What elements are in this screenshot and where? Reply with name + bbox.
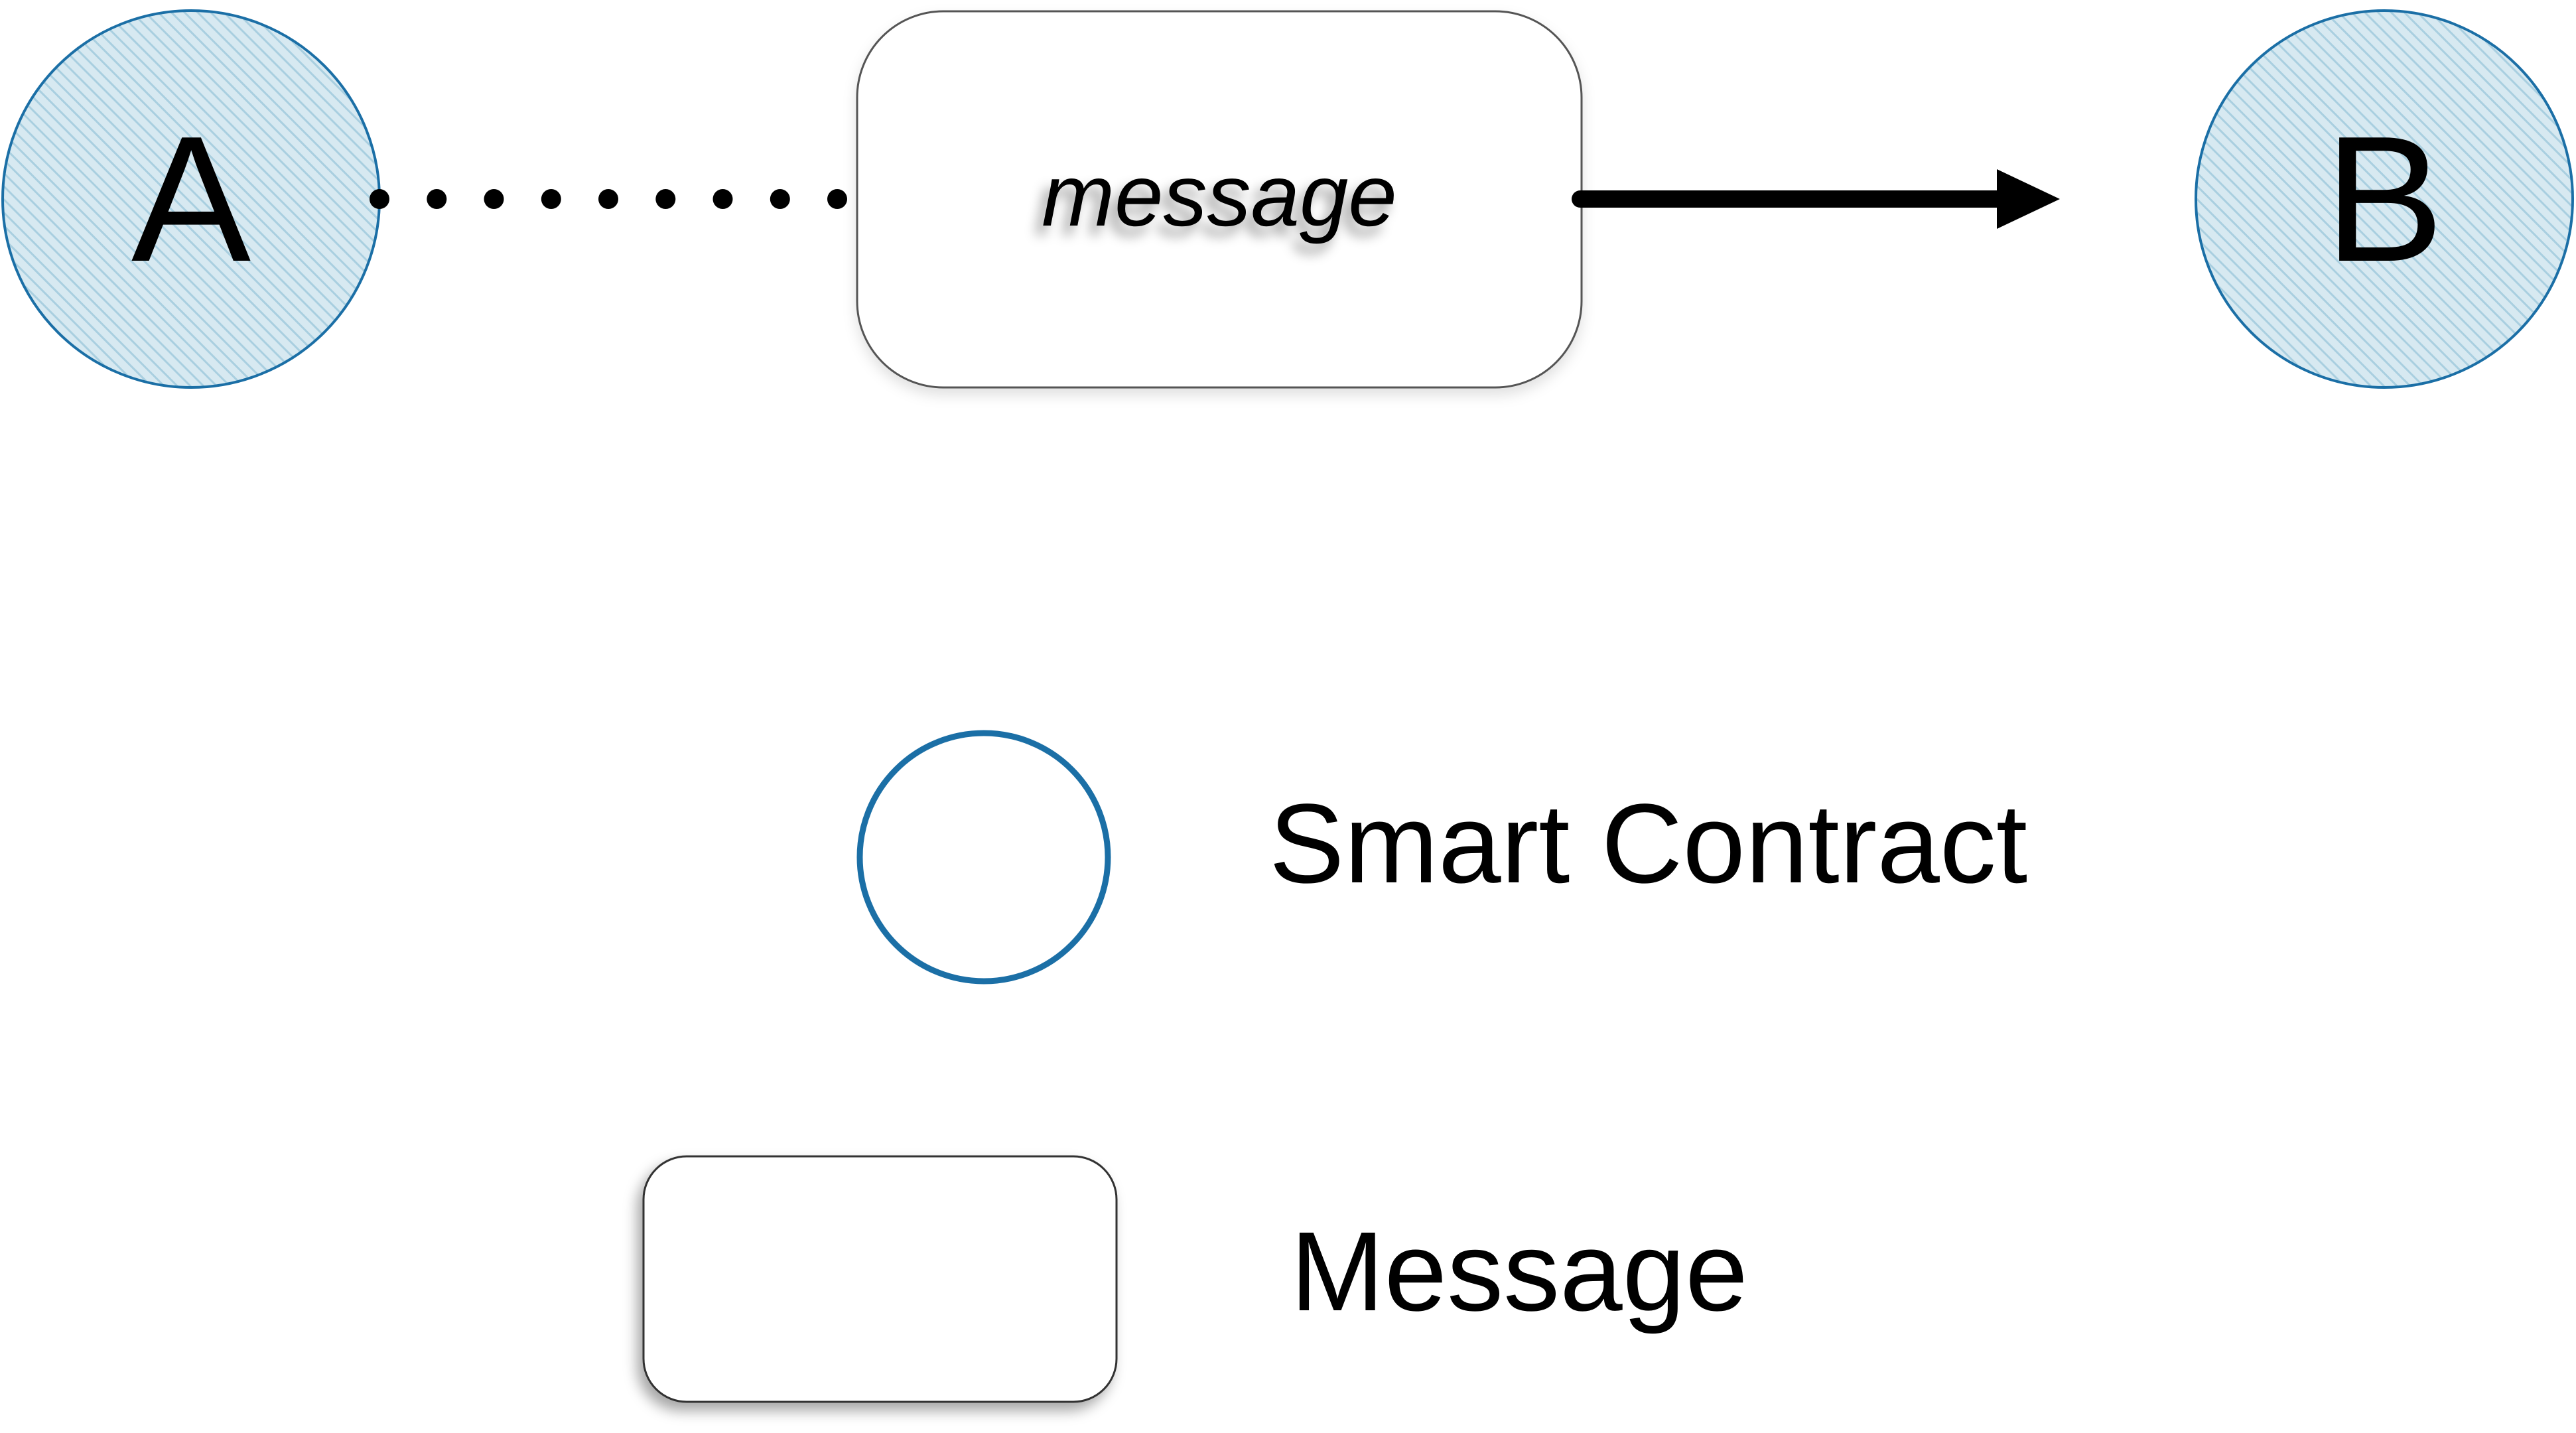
legend-smart-contract-swatch (856, 730, 1111, 985)
connector-dot (770, 189, 790, 209)
message-box: message (856, 10, 1583, 389)
legend-message: Message (642, 1155, 1748, 1403)
legend-smart-contract-label: Smart Contract (1269, 781, 2027, 907)
connector-dot (370, 189, 389, 209)
connector-dot (827, 189, 847, 209)
connector-dot (541, 189, 561, 209)
arrow-head (1997, 169, 2060, 229)
connector-dot (598, 189, 618, 209)
legend-message-label: Message (1290, 1209, 1748, 1335)
solid-arrow (1572, 169, 2060, 229)
legend-smart-contract: Smart Contract (856, 730, 2027, 985)
connector-dot (655, 189, 676, 209)
legend-message-swatch (642, 1155, 1118, 1403)
node-b-circle (2195, 9, 2574, 389)
connector-dot (427, 189, 447, 209)
connector-dot (712, 189, 733, 209)
node-b: B (2195, 9, 2574, 389)
node-a-label: A (131, 100, 251, 299)
dotted-connector (370, 189, 847, 209)
node-b-label: B (2325, 100, 2444, 299)
message-box-label: message (1042, 147, 1397, 244)
node-a: A (1, 9, 381, 389)
connector-dot (484, 189, 504, 209)
